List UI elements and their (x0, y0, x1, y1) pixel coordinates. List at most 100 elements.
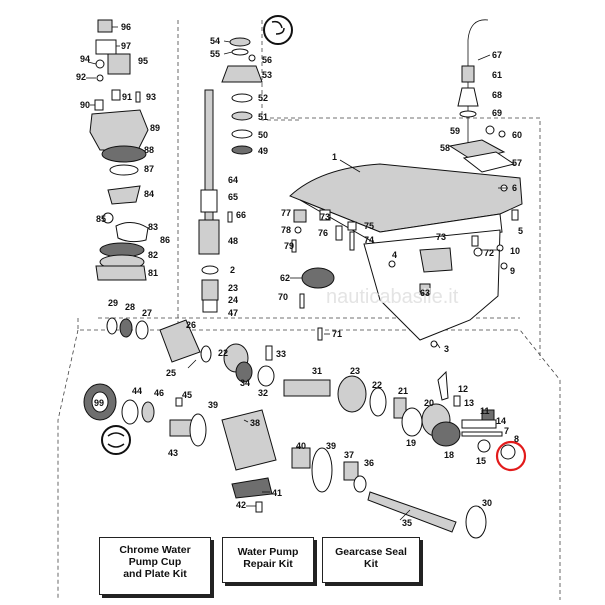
callout-73-right: 73 (436, 232, 446, 242)
part-48 (198, 219, 220, 255)
part-40 (291, 447, 311, 469)
part-45 (175, 397, 183, 407)
kit-water-pump-repair[interactable]: Water Pump Repair Kit (222, 537, 314, 583)
part-41 (231, 477, 273, 499)
callout-7: 7 (504, 426, 509, 436)
part-50 (231, 129, 253, 139)
callout-22-lower: 22 (372, 380, 382, 390)
callout-88: 88 (144, 145, 154, 155)
callout-59: 59 (450, 126, 460, 136)
part-96 (97, 19, 113, 33)
part-12 (437, 370, 449, 401)
callout-55: 55 (210, 49, 220, 59)
callout-35: 35 (402, 518, 412, 528)
callout-14: 14 (496, 416, 506, 426)
callout-40: 40 (296, 441, 306, 451)
callout-60: 60 (512, 130, 522, 140)
callout-56: 56 (262, 55, 272, 65)
part-63 (419, 283, 431, 295)
callout-85: 85 (96, 214, 106, 224)
callout-94: 94 (80, 54, 90, 64)
part-81 (95, 265, 147, 281)
callout-70: 70 (278, 292, 288, 302)
callout-1: 1 (332, 152, 337, 162)
part-7 (461, 431, 503, 437)
gearcase-housing (289, 163, 523, 348)
callout-29: 29 (108, 298, 118, 308)
kit-label-water-pump: Water Pump Repair Kit (237, 546, 299, 570)
driveshaft-group (198, 37, 263, 313)
callout-67: 67 (492, 50, 502, 60)
callout-32: 32 (258, 388, 268, 398)
part-78 (294, 226, 302, 234)
part-57 (462, 151, 516, 173)
part-11 (461, 419, 497, 429)
part-1-body (363, 229, 501, 341)
callout-22: 22 (218, 348, 228, 358)
callout-34: 34 (240, 378, 250, 388)
callout-93: 93 (146, 92, 156, 102)
part-23 (201, 279, 219, 301)
callout-71: 71 (332, 329, 342, 339)
part-60 (498, 130, 506, 138)
part-90 (94, 99, 104, 111)
kit-gearcase-seal[interactable]: Gearcase Seal Kit (322, 537, 420, 583)
trim-tab-group (291, 209, 357, 341)
callout-69: 69 (492, 108, 502, 118)
callout-21: 21 (398, 386, 408, 396)
kit-chrome-water-pump-cup[interactable]: Chrome Water Pump Cup and Plate Kit (99, 537, 211, 595)
callout-13: 13 (464, 398, 474, 408)
part-73-left (319, 209, 331, 221)
part-26 (159, 319, 201, 363)
part-79 (291, 239, 297, 253)
callout-23: 23 (228, 283, 238, 293)
part-55 (231, 48, 249, 56)
part-69 (459, 110, 477, 118)
callout-79: 79 (284, 241, 294, 251)
callout-97: 97 (121, 41, 131, 51)
callout-89: 89 (150, 123, 160, 133)
callout-61: 61 (492, 70, 502, 80)
callout-91: 91 (122, 92, 132, 102)
part-35 (367, 491, 457, 533)
part-83 (115, 222, 149, 243)
part-37 (343, 461, 359, 481)
part-44 (121, 399, 139, 425)
part-21 (393, 397, 407, 419)
callout-circles (101, 15, 293, 455)
callout-20: 20 (424, 398, 434, 408)
part-74 (349, 231, 355, 251)
kit-label-gearcase-seal: Gearcase Seal Kit (335, 546, 407, 570)
part-2 (201, 265, 219, 275)
callout-75: 75 (364, 221, 374, 231)
shift-rod-group (448, 19, 516, 173)
part-13 (453, 395, 461, 407)
part-62 (301, 267, 335, 289)
part-76 (335, 225, 343, 241)
part-66 (227, 211, 233, 223)
callout-numbers: 96 97 94 95 92 91 93 90 89 88 87 84 85 8… (76, 22, 523, 528)
part-84 (107, 185, 141, 205)
forward-gear-group (106, 317, 516, 460)
callout-74: 74 (364, 235, 374, 245)
water-pump-group (89, 19, 149, 281)
part-22b (369, 387, 387, 417)
callout-2: 2 (230, 265, 235, 275)
callout-82: 82 (148, 250, 158, 260)
part-10 (496, 244, 504, 252)
callout-54: 54 (210, 36, 220, 46)
part-46 (141, 401, 155, 423)
part-89 (89, 109, 149, 151)
callout-9: 9 (510, 266, 515, 276)
watermark-text: nauticabasile.it (326, 286, 459, 308)
part-59 (485, 125, 495, 135)
callout-99: 99 (94, 398, 104, 408)
part-34 (235, 361, 253, 383)
callout-15: 15 (476, 456, 486, 466)
callout-83: 83 (148, 222, 158, 232)
callout-25: 25 (166, 368, 176, 378)
callout-49: 49 (258, 146, 268, 156)
callout-76: 76 (318, 228, 328, 238)
